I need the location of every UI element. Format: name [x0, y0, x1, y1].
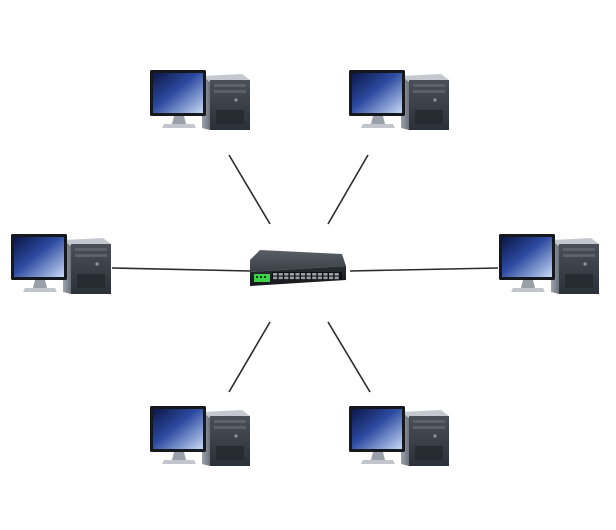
link-top-left: [228, 154, 271, 225]
desktop-computer-icon: [349, 406, 449, 466]
desktop-computer-icon: [349, 70, 449, 130]
switch-port: [323, 276, 328, 280]
link-left: [111, 267, 251, 272]
link-bottom-left: [228, 321, 271, 393]
switch-port: [278, 276, 283, 280]
link-right: [349, 267, 499, 272]
switch-port: [284, 276, 289, 280]
switch-port: [278, 273, 283, 276]
link-bottom-right: [327, 321, 371, 393]
desktop-computer-icon: [11, 234, 111, 294]
switch-port: [295, 273, 300, 276]
switch-port: [334, 276, 339, 280]
switch-status-leds: [254, 274, 270, 282]
switch-port: [317, 273, 322, 276]
switch-port: [312, 276, 317, 280]
switch-port: [306, 273, 311, 276]
switch-port: [329, 273, 334, 276]
switch-port: [306, 276, 311, 280]
link-top-right: [327, 154, 369, 225]
switch-port: [295, 276, 300, 280]
switch-ports: [272, 272, 342, 280]
switch-port: [334, 273, 339, 276]
switch-port: [323, 273, 328, 276]
switch-port: [289, 276, 294, 280]
network-switch-icon: [250, 250, 346, 286]
switch-port: [289, 273, 294, 276]
switch-port: [301, 276, 306, 280]
switch-port: [284, 273, 289, 276]
network-links: [111, 154, 499, 393]
desktop-computer-icon: [150, 70, 250, 130]
desktop-computer-icon: [499, 234, 599, 294]
switch-port: [312, 273, 317, 276]
switch-port: [273, 276, 278, 280]
desktop-computer-icon: [150, 406, 250, 466]
switch-port: [301, 273, 306, 276]
switch-port: [317, 276, 322, 280]
switch-port: [329, 276, 334, 280]
switch-port: [273, 273, 278, 276]
